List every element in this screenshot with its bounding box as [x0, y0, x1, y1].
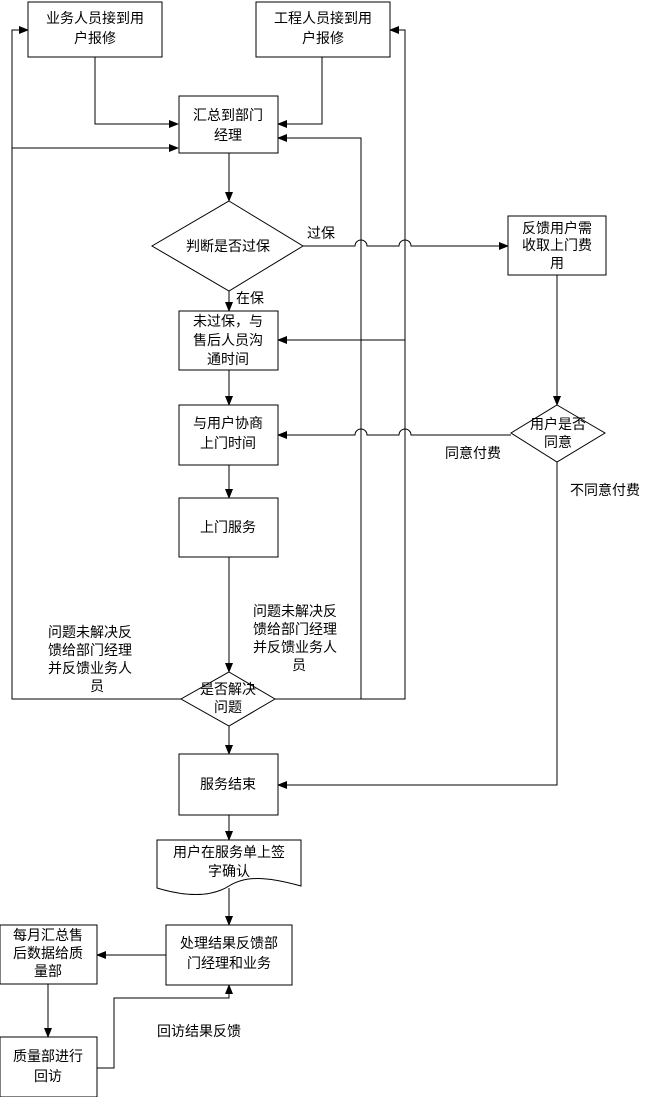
label-unresolved-right-3: 并反馈业务人	[253, 640, 337, 656]
edge-sales-to-summary	[94, 57, 179, 128]
node-resolved-diamond	[179, 671, 276, 727]
node-process-box	[165, 924, 293, 986]
label-visit-feedback: 回访结果反馈	[157, 1024, 241, 1040]
quality-line-2: 回访	[34, 1069, 62, 1085]
node-notexpired-box	[178, 310, 279, 371]
edge-agree-to-negotiate	[277, 428, 511, 439]
label-agree-pay: 同意付费	[445, 445, 501, 462]
label-unresolved-right-4: 员	[292, 658, 306, 674]
label-unresolved-right-1: 问题未解决反	[253, 604, 337, 620]
sign-line-1: 用户在服务单上签	[173, 844, 285, 861]
negotiate-line-1: 与用户协商	[193, 415, 263, 432]
label-unresolved-left-4: 员	[90, 679, 104, 695]
edge-judge-to-fee	[303, 239, 509, 250]
edge-quality-to-process	[97, 984, 233, 1069]
monthly-line-2: 后数据给质	[13, 946, 83, 962]
node-sign-document	[156, 839, 302, 896]
label-unresolved-left-3: 并反馈业务人	[48, 661, 132, 677]
resolved-line-1: 是否解决	[200, 682, 256, 698]
node-eng-receive-box	[255, 1, 391, 58]
summary-line-1: 汇总到部门	[193, 108, 263, 124]
eng-receive-line-2: 户报修	[302, 30, 344, 47]
fee-line-1: 反馈用户需	[522, 220, 592, 237]
edge-disagree-to-end	[277, 462, 558, 789]
edge-resolved-to-engineer	[275, 26, 406, 700]
end-line-1: 服务结束	[200, 777, 256, 793]
label-unresolved-left-2: 馈给部门经理	[48, 643, 132, 659]
monthly-line-3: 量部	[34, 964, 62, 980]
process-line-2: 门经理和业务	[187, 956, 271, 972]
sign-line-2: 字确认	[208, 864, 250, 880]
node-agree-diamond	[510, 404, 606, 463]
process-line-1: 处理结果反馈部	[180, 936, 278, 952]
edge-labels: 过保 在保 同意付费 不同意付费 问题未解决反 馈给部门经理 并反馈业务人 员 …	[48, 226, 640, 1040]
notexpired-line-3: 通时间	[207, 352, 249, 368]
edge-resolved-to-sales	[11, 26, 181, 700]
notexpired-line-1: 未过保，与	[193, 314, 263, 330]
fee-line-2: 收取上门费	[522, 238, 592, 254]
node-negotiate-box	[178, 404, 279, 466]
summary-line-2: 经理	[214, 128, 242, 144]
notexpired-line-2: 售后人员沟	[193, 333, 263, 349]
label-unresolved-left-1: 问题未解决反	[48, 625, 132, 641]
label-disagree-pay: 不同意付费	[570, 482, 640, 499]
resolved-line-2: 问题	[214, 700, 242, 716]
label-in-warranty: 在保	[236, 291, 264, 307]
agree-line-1: 用户是否	[530, 416, 586, 433]
onsite-line-1: 上门服务	[200, 520, 256, 536]
node-onsite-box	[178, 497, 279, 558]
shapes	[0, 1, 607, 1097]
node-quality-box	[0, 1036, 98, 1097]
node-summary-box	[178, 95, 279, 154]
negotiate-line-2: 上门时间	[200, 436, 256, 452]
agree-line-2: 同意	[544, 434, 572, 451]
eng-receive-line-1: 工程人员接到用	[274, 10, 372, 27]
judge-line-1: 判断是否过保	[186, 239, 270, 255]
node-monthly-box	[0, 924, 98, 985]
label-unresolved-right-2: 馈给部门经理	[253, 622, 337, 638]
fee-line-3: 用	[550, 256, 564, 272]
edge-engineer-to-summary	[277, 57, 323, 128]
label-expired: 过保	[307, 226, 335, 242]
node-sales-receive-box	[27, 1, 163, 58]
quality-line-1: 质量部进行	[13, 1049, 83, 1065]
node-fee-box	[507, 215, 607, 276]
sales-receive-line-2: 户报修	[74, 30, 116, 47]
monthly-line-1: 每月汇总售	[13, 928, 83, 944]
sales-receive-line-1: 业务人员接到用	[46, 10, 144, 27]
node-judge-diamond	[151, 200, 304, 292]
connectors	[11, 26, 561, 1069]
node-labels: 业务人员接到用 户报修 工程人员接到用 户报修 汇总到部门 经理 判断是否过保 …	[13, 10, 592, 1085]
edge-inner-to-summary	[277, 134, 362, 699]
node-end-box	[178, 753, 279, 816]
